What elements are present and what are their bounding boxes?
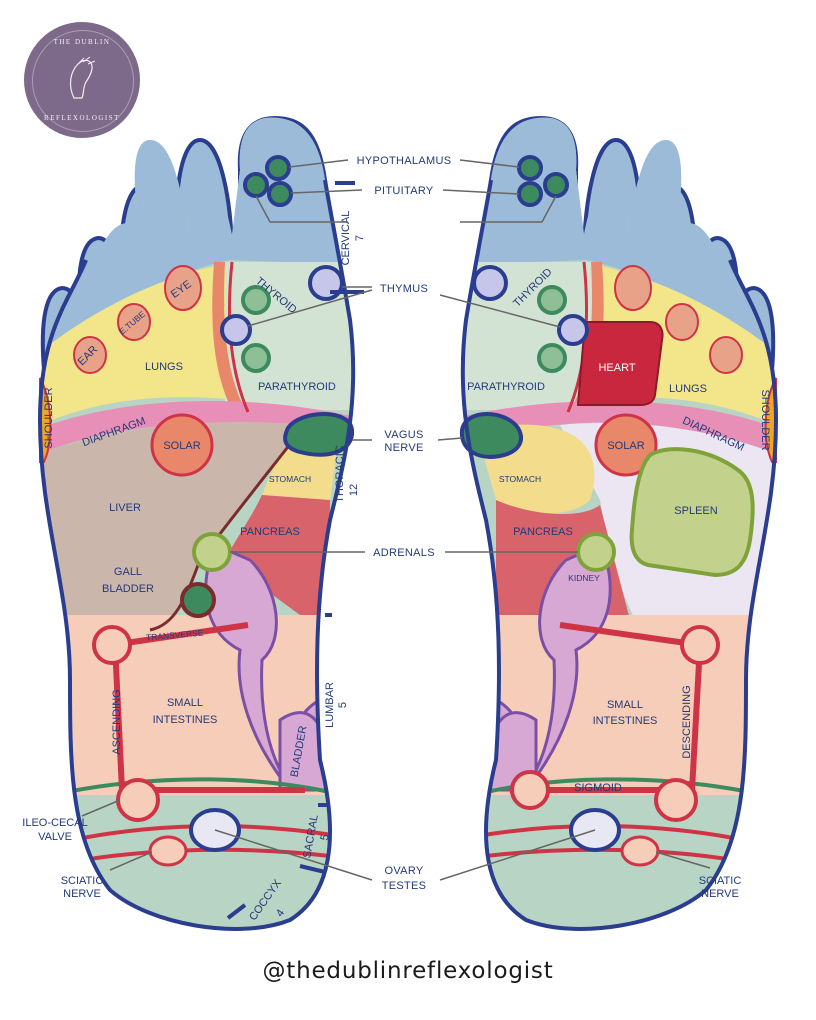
left-stomach-label: STOMACH [269, 474, 311, 484]
right-heart-label: HEART [598, 362, 635, 374]
left-lungs-label: LUNGS [145, 361, 183, 373]
vagus-nerve-label-1: VAGUS [384, 429, 423, 441]
right-stomach-label: STOMACH [499, 474, 541, 484]
right-thymus-point [557, 314, 589, 346]
left-solar-label: SOLAR [163, 440, 200, 452]
left-ileocecal-valve [116, 778, 160, 822]
right-small-intestines-label-2: INTESTINES [593, 715, 658, 727]
vagus-nerve-label-2: NERVE [384, 442, 423, 454]
left-sciatic-zone [148, 835, 188, 867]
left-lumbar-num: 5 [337, 702, 349, 708]
right-solar-label: SOLAR [607, 440, 644, 452]
right-kidney-label: KIDNEY [568, 573, 600, 583]
left-parathyroid-label: PARATHYROID [258, 381, 336, 393]
foot-sketch-icon [69, 56, 96, 99]
left-gallbladder-label-2: BLADDER [102, 583, 154, 595]
left-thymus-top [308, 265, 344, 301]
right-shoulder-label: SHOULDER [759, 389, 771, 450]
left-small-intestines-label-2: INTESTINES [153, 714, 218, 726]
left-ear-zone [73, 336, 107, 374]
right-parathyroid-point [537, 343, 567, 373]
left-thoracic-num: 12 [348, 484, 360, 496]
ovary-label: OVARY [385, 865, 424, 877]
logo-ring [32, 30, 134, 132]
left-liver-label: LIVER [109, 502, 141, 514]
right-vagus-nerve-zone [459, 412, 523, 459]
left-gallbladder-label-1: GALL [114, 566, 142, 578]
dublin-reflexologist-logo: THE DUBLIN REFLEXOLOGIST [24, 22, 140, 138]
right-parathyroid-label: PARATHYROID [467, 381, 545, 393]
left-pancreas-label: PANCREAS [240, 526, 300, 538]
right-eye-zone [614, 265, 652, 311]
left-solar-plexus [150, 413, 214, 477]
left-cervical-label: CERVICAL [340, 211, 352, 266]
right-pituitary-point [517, 181, 543, 207]
right-thymus-top [472, 265, 508, 301]
right-sigmoid-label: SIGMOID [574, 782, 622, 794]
ileocecal-label-1: ILEO-CECAL [22, 817, 87, 829]
hypothalamus-label: HYPOTHALAMUS [357, 155, 452, 167]
left-adrenal-point [192, 532, 232, 572]
right-adrenal-point [576, 532, 616, 572]
left-hypothalamus-point [265, 155, 291, 181]
right-spleen-zone [629, 447, 755, 578]
left-thymus-point [220, 314, 252, 346]
logo-bottom-text: REFLEXOLOGIST [44, 114, 120, 122]
left-pituitary-point [267, 181, 293, 207]
right-descending-label: DESCENDING [681, 685, 693, 758]
pituitary-label: PITUITARY [374, 185, 433, 197]
right-etube-zone [665, 303, 699, 341]
left-small-intestines-label-1: SMALL [167, 697, 203, 709]
left-gallbladder-point [180, 582, 216, 618]
thymus-label: THYMUS [380, 283, 428, 295]
left-ascending-label: ASCENDING [111, 689, 123, 754]
left-lumbar-label: LUMBAR [324, 682, 336, 728]
right-heart-zone [576, 321, 664, 406]
right-solar-plexus [594, 413, 658, 477]
adrenals-label: ADRENALS [373, 547, 435, 559]
ileocecal-label-2: VALVE [38, 831, 72, 843]
right-small-intestines-label-1: SMALL [607, 699, 643, 711]
left-shoulder-label: SHOULDER [43, 387, 55, 448]
left-sciatic-label-1: SCIATIC [61, 875, 104, 887]
right-lungs-label: LUNGS [669, 383, 707, 395]
logo-top-text: THE DUBLIN [53, 38, 111, 46]
instagram-handle: @thedublinreflexologist [262, 958, 554, 984]
testes-label: TESTES [382, 880, 427, 892]
right-sciatic-label-1: SCIATIC [699, 875, 742, 887]
right-foot: THYROID PARATHYROID HEART LUNGS SHOULDER… [459, 115, 779, 931]
right-hypothalamus-point [517, 155, 543, 181]
right-thyroid-point [537, 285, 567, 315]
left-sciatic-label-2: NERVE [63, 888, 101, 900]
left-thoracic-label: THORACIC [334, 445, 346, 503]
right-spleen-label: SPLEEN [674, 505, 717, 517]
right-pancreas-label: PANCREAS [513, 526, 573, 538]
right-ear-zone [709, 336, 743, 374]
left-thyroid-point [241, 285, 271, 315]
right-sciatic-zone [620, 835, 660, 867]
center-labels: HYPOTHALAMUS PITUITARY THYMUS VAGUS NERV… [22, 155, 741, 900]
right-sciatic-label-2: NERVE [701, 888, 739, 900]
left-foot: THYROID PARATHYROID EYE E.TUBE EAR LUNGS… [37, 115, 366, 931]
left-etube-zone [117, 303, 151, 341]
left-coccyx-num: 4 [274, 907, 287, 919]
left-sacral-num: 5 [319, 833, 332, 841]
left-vagus-nerve-zone [283, 412, 355, 457]
left-parathyroid-point [241, 343, 271, 373]
left-eye-zone [164, 265, 202, 311]
left-cervical-num: 7 [354, 235, 366, 241]
